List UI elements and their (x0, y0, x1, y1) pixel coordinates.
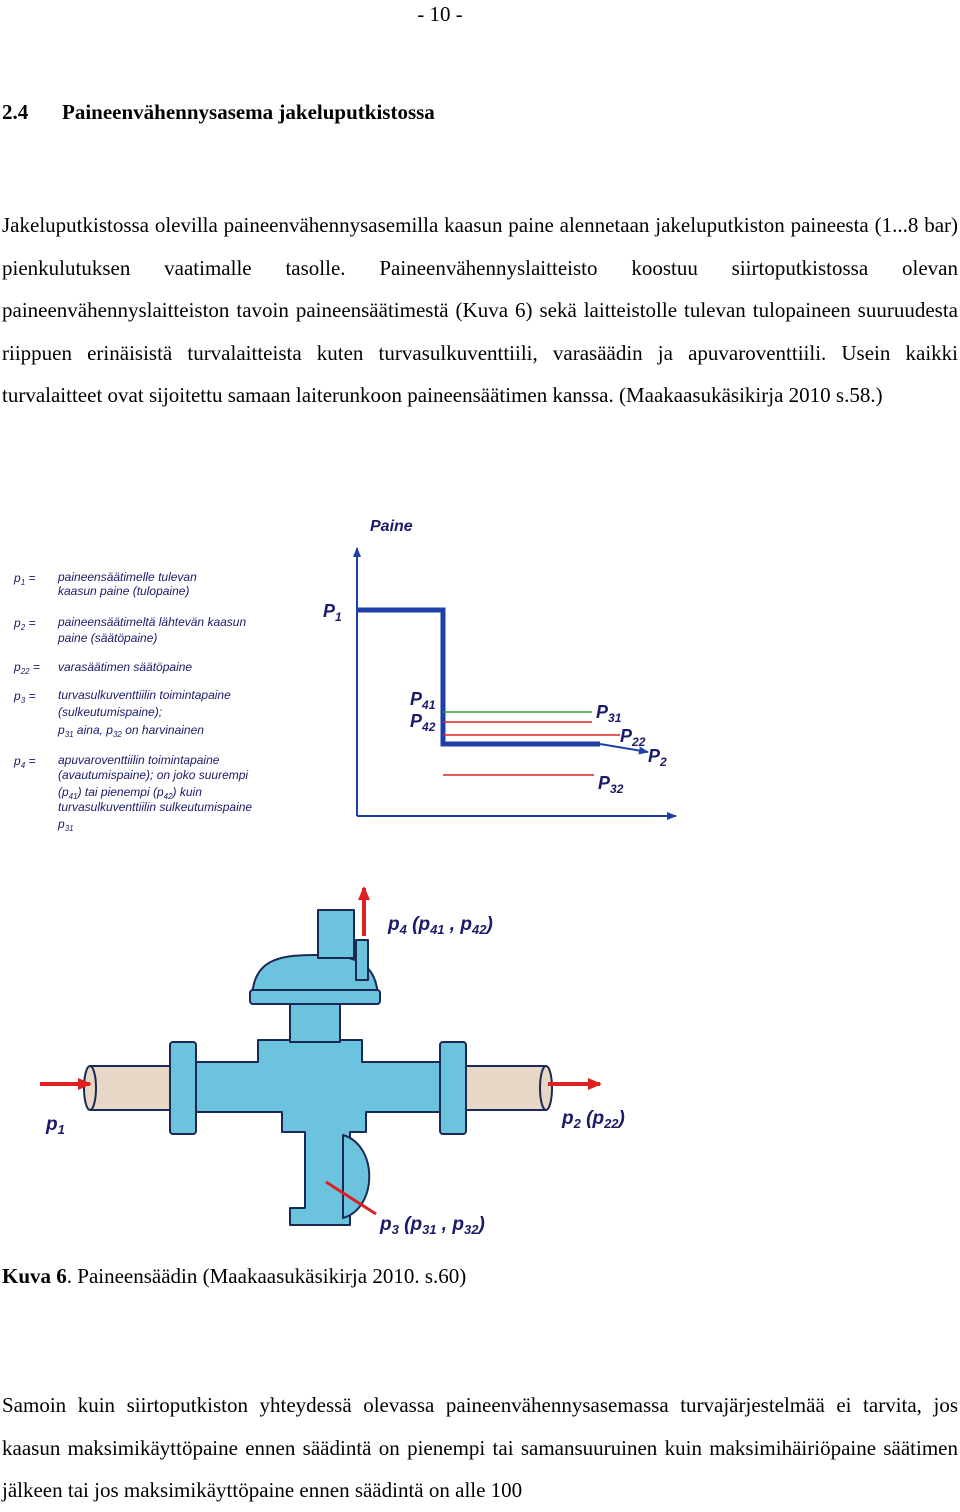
legend-p2-line2: paine (säätöpaine) (57, 631, 157, 645)
outlet-flange (439, 1041, 467, 1135)
outlet-pipe-end (539, 1065, 553, 1111)
inlet-flange (169, 1041, 197, 1135)
body-paragraph-1: Jakeluputkistossa olevilla paineenvähenn… (2, 213, 958, 407)
legend-p3-line1: turvasulkuventtiilin toimintapaine (58, 688, 231, 702)
vent-stub (355, 939, 369, 981)
label-p41: P41 (410, 689, 436, 712)
section-number: 2.4 (2, 100, 29, 124)
label-p2: P2 (648, 746, 667, 769)
legend-p1-line2: kaasun paine (tulopaine) (58, 584, 189, 598)
reg-label-p2: p2 (p22) (561, 1108, 625, 1131)
flow-arrows (40, 886, 602, 1216)
legend-p4-line2: (avautumispaine); on joko suurempi (58, 768, 248, 782)
legend-p2-key: p2 = (13, 616, 35, 632)
legend-p1-key: p1 = (13, 571, 35, 587)
legend-p3-key: p3 = (13, 689, 35, 705)
legend-p4-line3: (p41) tai pienempi (p42) kuin (58, 785, 202, 801)
caption-label: Kuva 6 (2, 1264, 67, 1288)
label-p31: P31 (596, 702, 622, 725)
reg-label-p3: p3 (p31 , p32) (379, 1214, 485, 1237)
legend-p1-line1: paineensäätimelle tulevan (57, 570, 197, 584)
regulator-neck (289, 999, 341, 1043)
inlet-pipe-end (83, 1065, 97, 1111)
label-p22: P22 (620, 726, 646, 749)
pressure-line-p1-p2 (358, 607, 600, 747)
label-p1: P1 (323, 601, 342, 624)
pressure-diagram: Paine P1 P41 P42 P31 P22 P2 P32 (323, 518, 677, 820)
regulator-labels: p4 (p41 , p42) p1 p2 (p22) p3 (p31 , p32… (45, 914, 625, 1237)
regulator-illustration (83, 909, 553, 1226)
section-title: Paineenvähennysasema jakeluputkistossa (62, 100, 435, 124)
legend-p4-line5: p31 (57, 817, 74, 833)
legend-p3-line2: (sulkeutumispaine); (58, 705, 162, 719)
reg-label-p1: p1 (45, 1114, 65, 1137)
diaphragm-flange (249, 989, 381, 1005)
shutoff-indicator (325, 1180, 377, 1216)
reg-label-p4: p4 (p41 , p42) (387, 914, 493, 937)
page-number: - 10 - (417, 2, 463, 26)
legend-p22-key: p22 = (13, 660, 40, 676)
legend-p4-line1: apuvaroventtiilin toimintapaine (58, 753, 220, 767)
inlet-pipe (89, 1065, 171, 1111)
figure-caption: Kuva 6. Paineensäädin (Maakaasukäsikirja… (2, 1264, 466, 1289)
legend-p2-line1: paineensäätimeltä lähtevän kaasun (57, 615, 246, 629)
legend-p4-line4: turvasulkuventtiilin sulkeutumispaine (58, 800, 252, 814)
axis-label-paine: Paine (370, 518, 413, 535)
legend-p3-line3: p31 aina, p32 on harvinainen (57, 723, 204, 739)
diaphragm-housing (251, 954, 379, 1001)
label-p32: P32 (598, 773, 624, 796)
p2-arrow (599, 743, 649, 755)
section-heading: 2.4 Paineenvähennysasema jakeluputkistoss… (2, 100, 435, 125)
valve-body (195, 1039, 441, 1226)
legend: p1 = paineensäätimelle tulevan kaasun pa… (13, 570, 252, 833)
caption-text: . Paineensäädin (Maakaasukäsikirja 2010.… (66, 1264, 467, 1288)
relief-valve-top (317, 909, 355, 959)
body-paragraph-2: Samoin kuin siirtoputkiston yhteydessä o… (2, 1393, 958, 1502)
legend-p22-line1: varasäätimen säätöpaine (58, 660, 192, 674)
outlet-pipe (465, 1065, 547, 1111)
legend-p4-key: p4 = (13, 754, 35, 770)
figure-kuva-6: p1 = paineensäätimelle tulevan kaasun pa… (13, 518, 677, 1237)
label-p42: P42 (410, 711, 436, 734)
